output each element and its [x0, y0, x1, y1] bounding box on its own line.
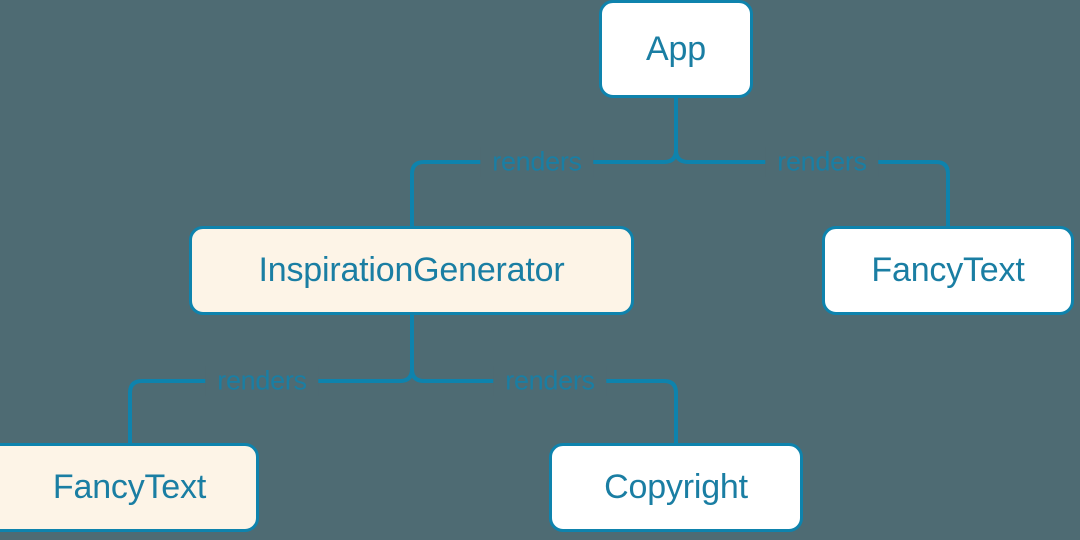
node-app[interactable]: App	[599, 0, 753, 98]
edge-inspiration-generator-stem-right	[410, 313, 426, 383]
edge-label-inspiration-generator-to-copyright: renders	[493, 365, 607, 397]
edge-label-app-to-inspiration-generator: renders	[480, 146, 594, 178]
edge-label-inspiration-generator-to-fancytext-bottom-left: renders	[205, 365, 319, 397]
edge-inspiration-generator-to-fancytext-bottom-left	[128, 379, 402, 445]
edge-app-to-fancytext-right	[686, 160, 950, 228]
node-copyright[interactable]: Copyright	[549, 443, 803, 532]
node-inspiration-generator[interactable]: InspirationGenerator	[189, 226, 634, 315]
edge-inspiration-generator-to-copyright	[422, 379, 678, 445]
edge-app-to-inspiration-generator	[410, 160, 666, 228]
node-fancytext-right[interactable]: FancyText	[822, 226, 1074, 315]
edge-label-app-to-fancytext-right: renders	[765, 146, 879, 178]
node-fancytext-bottom-left[interactable]: FancyText	[0, 443, 259, 532]
edge-app-stem-right	[674, 96, 690, 164]
